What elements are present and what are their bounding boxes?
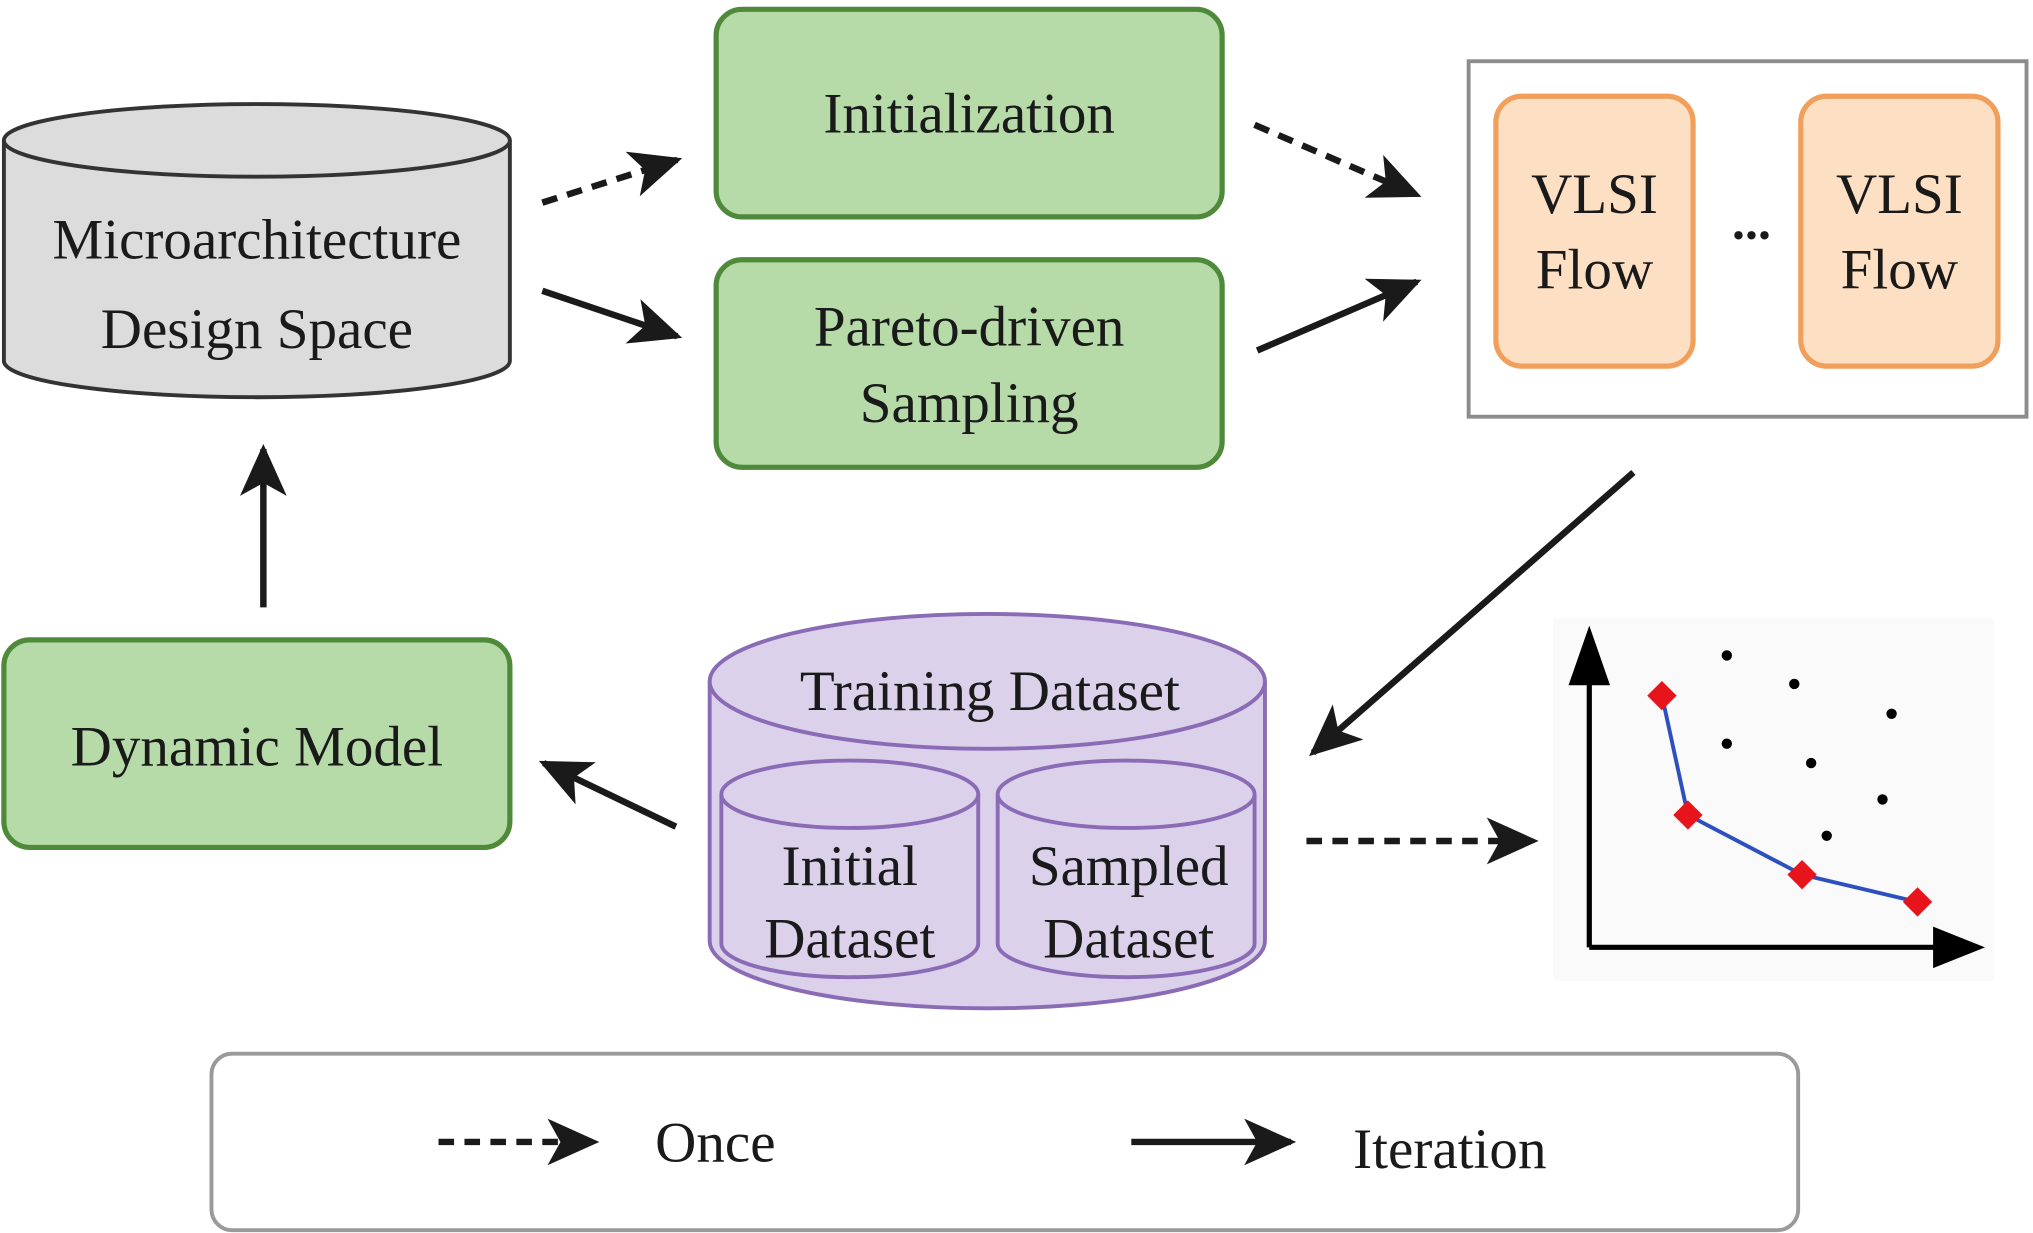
initial-dataset-cylinder: Initial Dataset bbox=[719, 758, 981, 980]
vlsi-flow-2-line2: Flow bbox=[1841, 238, 1958, 301]
initialization-label: Initialization bbox=[823, 83, 1115, 146]
legend-iteration-label: Iteration bbox=[1353, 1118, 1546, 1181]
pareto-point bbox=[1673, 800, 1703, 830]
pareto-sampling-box: Pareto-driven Sampling bbox=[713, 257, 1225, 470]
legend-once-label: Once bbox=[655, 1111, 775, 1174]
dominated-point bbox=[1821, 830, 1832, 841]
dominated-point bbox=[1721, 650, 1733, 661]
initial-dataset-line2: Dataset bbox=[764, 908, 935, 971]
pareto-point bbox=[1647, 680, 1677, 711]
vlsi-flow-2-line1: VLSI bbox=[1836, 163, 1963, 226]
pareto-plot-x-arrowhead bbox=[1933, 926, 1985, 969]
legend-box: Once Iteration bbox=[209, 1051, 1801, 1233]
dynamic-model-label: Dynamic Model bbox=[71, 716, 444, 779]
dominated-point bbox=[1886, 708, 1897, 719]
initialization-box: Initialization bbox=[713, 6, 1225, 220]
dominated-point bbox=[1721, 738, 1733, 749]
arrow-design-to-sampling bbox=[541, 287, 683, 344]
arrow-vlsi-to-dataset bbox=[1309, 470, 1636, 757]
sampled-dataset-line2: Dataset bbox=[1043, 908, 1214, 971]
sampled-dataset-line1: Sampled bbox=[1029, 835, 1229, 898]
design-space-cylinder: Microarchitecture Design Space bbox=[1, 102, 512, 400]
dominated-point bbox=[1789, 678, 1800, 690]
arrow-initialization-to-vlsi bbox=[1253, 121, 1422, 198]
vlsi-flow-container: VLSI Flow ... VLSI Flow bbox=[1466, 59, 2029, 419]
pareto-plot-y-arrowhead bbox=[1568, 625, 1611, 686]
arrow-sampling-to-vlsi bbox=[1255, 278, 1422, 354]
initial-dataset-line1: Initial bbox=[782, 835, 918, 898]
sampled-dataset-cylinder: Sampled Dataset bbox=[995, 758, 1257, 980]
vlsi-flow-1-line2: Flow bbox=[1536, 238, 1653, 301]
dynamic-model-box: Dynamic Model bbox=[1, 637, 513, 851]
vlsi-ellipsis: ... bbox=[1732, 194, 1771, 251]
arrow-dataset-to-model bbox=[538, 760, 678, 830]
design-space-label-line2: Design Space bbox=[101, 298, 413, 361]
dominated-point bbox=[1805, 757, 1817, 769]
training-dataset-cylinder: Training Dataset Initial Dataset Sampled… bbox=[707, 611, 1267, 1011]
pareto-sampling-label-line2: Sampling bbox=[860, 372, 1079, 435]
pareto-point bbox=[1902, 887, 1933, 917]
vlsi-flow-1-line1: VLSI bbox=[1531, 163, 1658, 226]
pareto-sampling-label-line1: Pareto-driven bbox=[814, 295, 1125, 358]
vlsi-flow-box-1: VLSI Flow bbox=[1493, 93, 1696, 369]
pareto-point bbox=[1787, 860, 1817, 890]
dominated-point bbox=[1877, 794, 1888, 805]
pareto-frontier-line bbox=[1660, 695, 1918, 904]
design-space-label-line1: Microarchitecture bbox=[52, 208, 461, 271]
vlsi-flow-box-2: VLSI Flow bbox=[1798, 93, 2001, 369]
arrow-design-to-initialization bbox=[541, 151, 683, 206]
pareto-front-plot bbox=[1552, 617, 1995, 982]
training-dataset-title: Training Dataset bbox=[800, 660, 1180, 723]
